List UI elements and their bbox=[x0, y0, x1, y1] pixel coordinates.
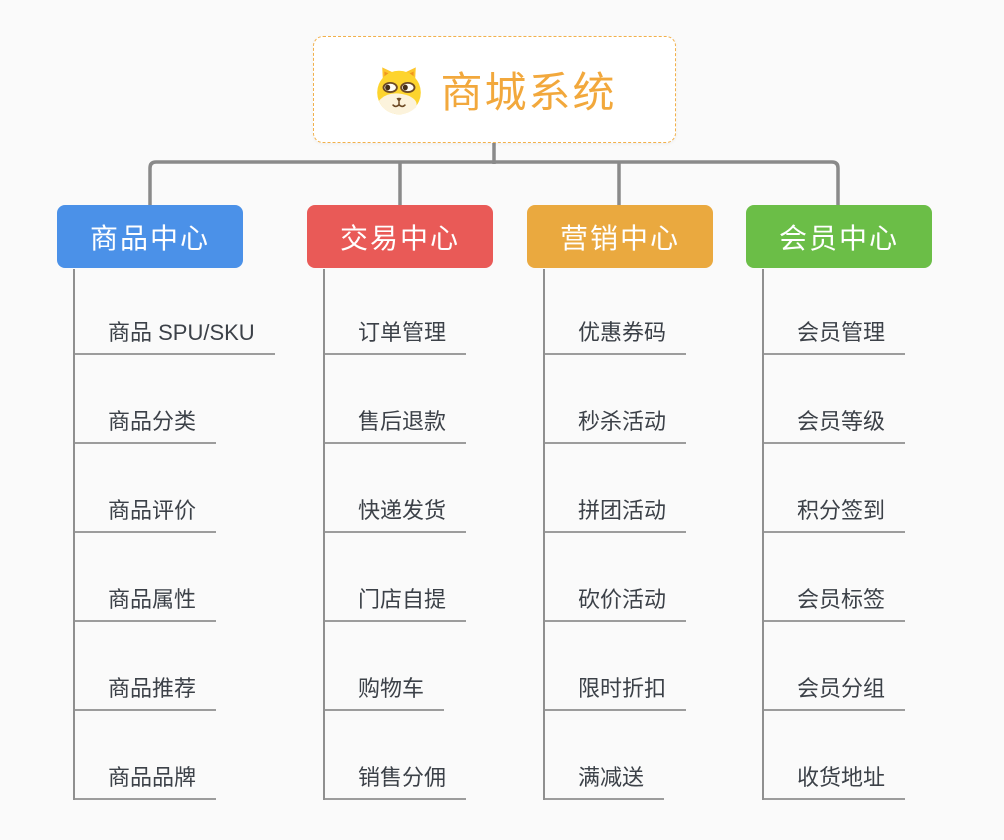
leaf-label: 砍价活动 bbox=[545, 587, 687, 622]
leaf-node[interactable]: 商品属性 bbox=[75, 533, 315, 622]
leaf-node[interactable]: 会员管理 bbox=[764, 269, 1004, 355]
root-node[interactable]: 商城系统 bbox=[313, 36, 676, 143]
leaf-node[interactable]: 会员等级 bbox=[764, 355, 1004, 444]
leaf-node[interactable]: 销售分佣 bbox=[325, 711, 565, 800]
root-title: 商城系统 bbox=[440, 69, 617, 116]
leaf-node[interactable]: 商品分类 bbox=[75, 355, 315, 444]
branch-label: 交易中心 bbox=[339, 222, 460, 254]
leaf-node[interactable]: 快递发货 bbox=[325, 444, 565, 533]
leaf-label: 优惠券码 bbox=[545, 320, 687, 355]
leaf-label: 商品推荐 bbox=[75, 676, 217, 711]
branch-label: 商品中心 bbox=[89, 222, 210, 254]
leaf-node[interactable]: 商品 SPU/SKU bbox=[75, 269, 315, 355]
leaf-column-member-center: 会员管理 会员等级 积分签到 会员标签 会员分组 收货地址 bbox=[762, 269, 1004, 800]
leaf-node[interactable]: 收货地址 bbox=[764, 711, 1004, 800]
leaf-label: 限时折扣 bbox=[545, 676, 687, 711]
leaf-label: 商品分类 bbox=[75, 409, 217, 444]
branch-node-product-center[interactable]: 商品中心 bbox=[57, 205, 243, 268]
branch-label: 会员中心 bbox=[778, 222, 899, 254]
leaf-label: 门店自提 bbox=[325, 587, 467, 622]
leaf-node[interactable]: 商品推荐 bbox=[75, 622, 315, 711]
leaf-node[interactable]: 会员标签 bbox=[764, 533, 1004, 622]
leaf-node[interactable]: 购物车 bbox=[325, 622, 565, 711]
leaf-label: 会员管理 bbox=[764, 320, 906, 355]
leaf-label: 售后退款 bbox=[325, 409, 467, 444]
leaf-node[interactable]: 满减送 bbox=[545, 711, 785, 800]
leaf-node[interactable]: 优惠券码 bbox=[545, 269, 785, 355]
leaf-label: 商品评价 bbox=[75, 498, 217, 533]
leaf-label: 销售分佣 bbox=[325, 765, 467, 800]
leaf-node[interactable]: 售后退款 bbox=[325, 355, 565, 444]
leaf-column-marketing-center: 优惠券码 秒杀活动 拼团活动 砍价活动 限时折扣 满减送 bbox=[543, 269, 785, 800]
leaf-label: 购物车 bbox=[325, 676, 445, 711]
leaf-node[interactable]: 秒杀活动 bbox=[545, 355, 785, 444]
leaf-label: 拼团活动 bbox=[545, 498, 687, 533]
branch-node-member-center[interactable]: 会员中心 bbox=[746, 205, 932, 268]
dog-mascot-icon bbox=[377, 66, 422, 114]
branch-label: 营销中心 bbox=[559, 222, 680, 254]
leaf-label: 快递发货 bbox=[325, 498, 467, 533]
leaf-label: 会员等级 bbox=[764, 409, 906, 444]
leaf-label: 订单管理 bbox=[325, 320, 467, 355]
leaf-node[interactable]: 砍价活动 bbox=[545, 533, 785, 622]
leaf-label: 收货地址 bbox=[764, 765, 906, 800]
leaf-label: 商品品牌 bbox=[75, 765, 217, 800]
leaf-node[interactable]: 商品评价 bbox=[75, 444, 315, 533]
leaf-label: 满减送 bbox=[545, 765, 665, 800]
leaf-node[interactable]: 限时折扣 bbox=[545, 622, 785, 711]
leaf-node[interactable]: 会员分组 bbox=[764, 622, 1004, 711]
branch-rail-line bbox=[148, 160, 840, 205]
leaf-label: 商品 SPU/SKU bbox=[75, 320, 275, 355]
leaf-column-trade-center: 订单管理 售后退款 快递发货 门店自提 购物车 销售分佣 bbox=[323, 269, 565, 800]
leaf-column-product-center: 商品 SPU/SKU 商品分类 商品评价 商品属性 商品推荐 商品品牌 bbox=[73, 269, 315, 800]
leaf-node[interactable]: 积分签到 bbox=[764, 444, 1004, 533]
leaf-label: 秒杀活动 bbox=[545, 409, 687, 444]
leaf-label: 积分签到 bbox=[764, 498, 906, 533]
leaf-label: 商品属性 bbox=[75, 587, 217, 622]
leaf-node[interactable]: 门店自提 bbox=[325, 533, 565, 622]
leaf-label: 会员标签 bbox=[764, 587, 906, 622]
leaf-node[interactable]: 订单管理 bbox=[325, 269, 565, 355]
branch-node-trade-center[interactable]: 交易中心 bbox=[307, 205, 493, 268]
branch-node-marketing-center[interactable]: 营销中心 bbox=[527, 205, 713, 268]
leaf-label: 会员分组 bbox=[764, 676, 906, 711]
leaf-node[interactable]: 拼团活动 bbox=[545, 444, 785, 533]
leaf-node[interactable]: 商品品牌 bbox=[75, 711, 315, 800]
